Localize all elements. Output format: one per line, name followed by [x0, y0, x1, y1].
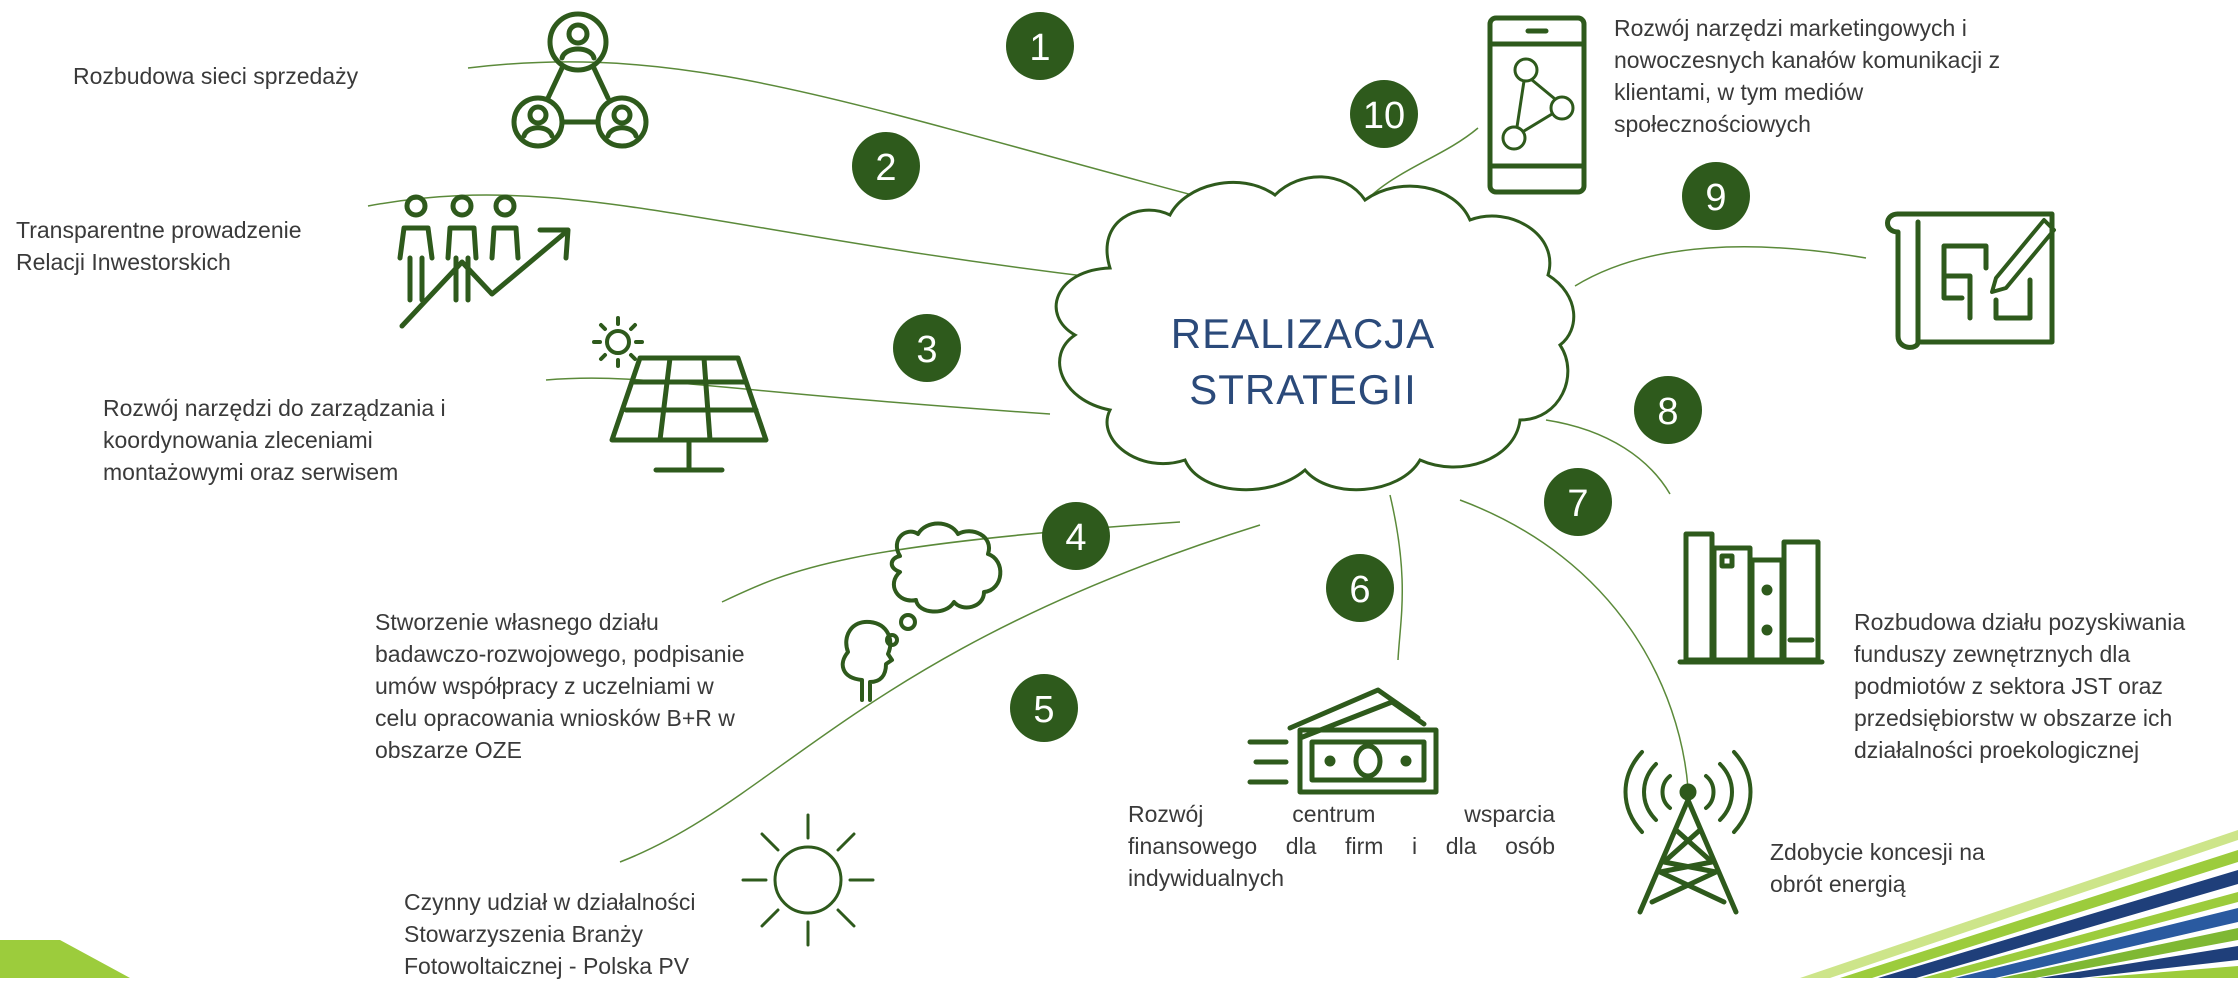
sun-icon — [741, 813, 875, 947]
badge-9: 9 — [1682, 162, 1750, 230]
item-1-line: Rozbudowa sieci sprzedaży — [73, 63, 359, 89]
item-10-line: klientami, w tym mediów — [1614, 79, 1864, 105]
item-7-line: obrót energią — [1770, 871, 1906, 897]
item-8-line: funduszy zewnętrznych dla — [1854, 641, 2131, 667]
item-10-text: Rozwój narzędzi marketingowych i nowocze… — [1614, 12, 2000, 140]
investors-growth-icon — [397, 194, 571, 329]
badge-4-label: 4 — [1065, 517, 1086, 559]
item-6-line: Rozwój centrum wsparcia — [1128, 801, 1555, 827]
item-7-text: Zdobycie koncesji na obrót energią — [1770, 836, 1985, 900]
connector-7 — [1459, 499, 1689, 789]
corner-stripes-right — [1800, 830, 2238, 978]
item-5-text: Czynny udział w działalności Stowarzysze… — [404, 886, 695, 982]
badge-1-label: 1 — [1029, 27, 1050, 69]
item-6-line: finansowego dla firm i dla osób — [1128, 833, 1555, 859]
badge-7-label: 7 — [1567, 483, 1588, 525]
item-4-line: umów współpracy z uczelniami w — [375, 673, 714, 699]
connector-9 — [1574, 246, 1867, 287]
item-2-line: Relacji Inwestorskich — [16, 249, 231, 275]
badge-2: 2 — [852, 132, 920, 200]
item-1-text: Rozbudowa sieci sprzedaży — [73, 60, 358, 92]
item-5-line: Stowarzyszenia Branży — [404, 921, 644, 947]
item-4-line: badawczo-rozwojowego, podpisanie — [375, 641, 745, 667]
smartphone-network-icon — [1487, 15, 1587, 195]
item-5-line: Fotowoltaicznej - Polska PV — [404, 953, 690, 979]
item-8-line: przedsiębiorstw w obszarze ich — [1854, 705, 2173, 731]
blueprint-pencil-icon — [1885, 211, 2056, 350]
people-network-icon — [511, 11, 649, 149]
badge-8-label: 8 — [1657, 391, 1678, 433]
item-10-line: społecznościowych — [1614, 111, 1811, 137]
item-6-line: indywidualnych — [1128, 865, 1284, 891]
badge-9-label: 9 — [1705, 177, 1726, 219]
badge-6: 6 — [1326, 554, 1394, 622]
binders-icon — [1677, 531, 1825, 665]
badge-5: 5 — [1010, 674, 1078, 742]
item-10-line: nowoczesnych kanałów komunikacji z — [1614, 47, 2001, 73]
item-3-line: montażowymi oraz serwisem — [103, 459, 399, 485]
item-6-text: Rozwój centrum wsparcia finansowego dla … — [1128, 798, 1555, 894]
center-cloud: REALIZACJA STRATEGII — [1054, 175, 1576, 492]
badge-5-label: 5 — [1033, 689, 1054, 731]
connector-2 — [367, 194, 1101, 279]
badge-10: 10 — [1350, 80, 1418, 148]
connector-4 — [721, 521, 1181, 603]
transmission-tower-icon — [1623, 750, 1753, 915]
item-3-line: koordynowania zleceniami — [103, 427, 373, 453]
badge-2-label: 2 — [875, 147, 896, 189]
item-3-line: Rozwój narzędzi do zarządzania i — [103, 395, 446, 421]
solar-panel-icon — [592, 316, 769, 473]
item-4-line: celu opracowania wniosków B+R w — [375, 705, 735, 731]
item-2-text: Transparentne prowadzenie Relacji Inwest… — [16, 214, 302, 278]
item-10-line: Rozwój narzędzi marketingowych i — [1614, 15, 1967, 41]
center-title-line1: REALIZACJA — [1171, 310, 1435, 357]
money-icon — [1247, 687, 1439, 795]
connector-8 — [1545, 419, 1671, 495]
item-8-text: Rozbudowa działu pozyskiwania funduszy z… — [1854, 606, 2185, 766]
badge-1: 1 — [1006, 12, 1074, 80]
badge-10-label: 10 — [1363, 95, 1405, 137]
center-title-line2: STRATEGII — [1189, 366, 1417, 413]
item-8-line: działalności proekologicznej — [1854, 737, 2140, 763]
badge-7: 7 — [1544, 468, 1612, 536]
item-8-line: Rozbudowa działu pozyskiwania — [1854, 609, 2186, 635]
thinking-head-icon — [840, 521, 1003, 702]
item-3-text: Rozwój narzędzi do zarządzania i koordyn… — [103, 392, 446, 488]
item-5-line: Czynny udział w działalności — [404, 889, 696, 915]
connector-1 — [467, 61, 1296, 223]
badge-3-label: 3 — [916, 329, 937, 371]
item-4-text: Stworzenie własnego działu badawczo-rozw… — [375, 606, 745, 766]
connector-5 — [619, 524, 1261, 863]
item-8-line: podmiotów z sektora JST oraz — [1854, 673, 2163, 699]
badge-3: 3 — [893, 314, 961, 382]
connector-3 — [545, 377, 1051, 415]
item-2-line: Transparentne prowadzenie — [16, 217, 302, 243]
badge-8: 8 — [1634, 376, 1702, 444]
connector-6 — [1389, 494, 1404, 661]
item-4-line: obszarze OZE — [375, 737, 522, 763]
badge-6-label: 6 — [1349, 569, 1370, 611]
badge-4: 4 — [1042, 502, 1110, 570]
corner-stripes-left — [0, 940, 130, 978]
item-7-line: Zdobycie koncesji na — [1770, 839, 1985, 865]
item-4-line: Stworzenie własnego działu — [375, 609, 659, 635]
